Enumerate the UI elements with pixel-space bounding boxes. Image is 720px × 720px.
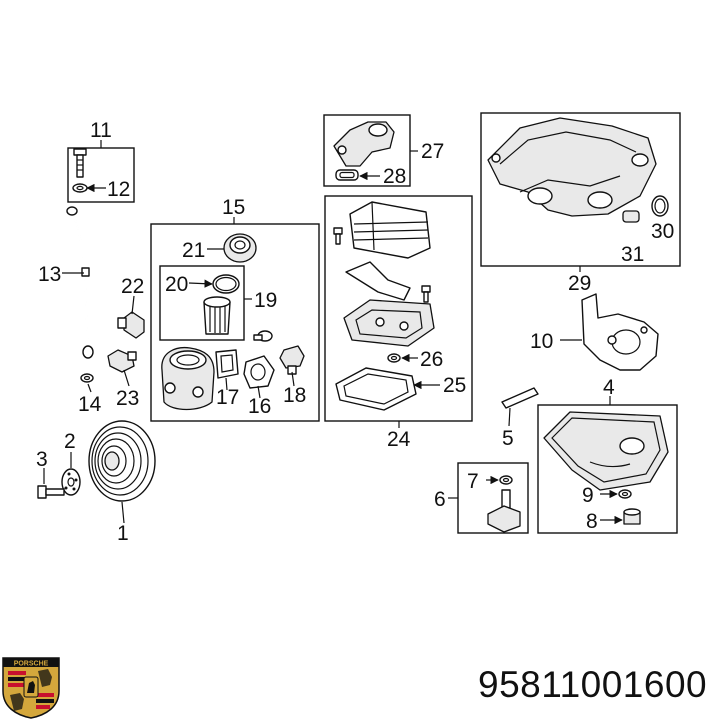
- callout-19: 19: [254, 289, 277, 312]
- callout-15: 15: [222, 196, 245, 219]
- callout-22: 22: [121, 275, 144, 298]
- callout-17: 17: [216, 386, 239, 409]
- bolt-part-3: [37, 485, 65, 499]
- callout-14: 14: [78, 393, 102, 416]
- callout-3: 3: [36, 448, 48, 471]
- oil-cooler-part: [349, 201, 431, 259]
- callout-7: 7: [467, 470, 479, 493]
- thermostat-part-16: [243, 355, 275, 389]
- sensor-part-6: [487, 489, 521, 533]
- o-ring-part-20: [212, 274, 240, 294]
- washer-part-2: [61, 468, 81, 496]
- gasket-part-17: [215, 349, 239, 379]
- callout-9: 9: [582, 484, 594, 507]
- dipstick-tube-part-13: [66, 206, 94, 359]
- intake-manifold-part-29: [487, 117, 657, 217]
- bolt-part-cooler-2: [421, 285, 431, 303]
- filter-housing-part: [161, 346, 215, 411]
- cover-part-10: [581, 293, 659, 371]
- callout-12: 12: [107, 178, 130, 201]
- callout-1: 1: [117, 522, 129, 545]
- filter-cap-part-21: [223, 233, 257, 263]
- callout-5: 5: [502, 427, 514, 450]
- pump-part-27: [333, 121, 395, 167]
- bolt-part-11: [73, 148, 87, 178]
- callout-27: 27: [421, 140, 444, 163]
- callout-18: 18: [283, 384, 306, 407]
- callout-21: 21: [182, 239, 205, 262]
- callout-6: 6: [434, 488, 446, 511]
- strip-part-5: [501, 387, 539, 409]
- seal-part-14: [80, 373, 94, 383]
- oil-filter-element-part: [203, 296, 231, 335]
- callout-30: 30: [651, 220, 674, 243]
- callout-24: 24: [387, 428, 411, 451]
- group-box-4: [537, 404, 678, 534]
- gasket-part-cooler: [345, 261, 411, 301]
- group-box-15: [150, 223, 320, 422]
- bolt-part-cooler: [333, 227, 343, 245]
- group-box-19: [159, 265, 245, 341]
- callout-28: 28: [383, 165, 406, 188]
- sender-part-18: [279, 345, 305, 375]
- callout-4: 4: [603, 376, 615, 399]
- cooler-housing-part: [343, 299, 435, 347]
- seal-part-30: [651, 195, 669, 217]
- callout-20: 20: [165, 273, 188, 296]
- seal-part-31: [622, 210, 640, 223]
- callout-23: 23: [116, 387, 139, 410]
- sensor-part-23: [107, 349, 137, 373]
- callout-31: 31: [621, 243, 644, 266]
- porsche-crest-logo: PORSCHE: [2, 657, 60, 719]
- callout-29: 29: [568, 272, 591, 295]
- part-number: 95811001600: [478, 664, 708, 705]
- washer-part-12: [72, 183, 88, 193]
- pulley-part-1: [88, 420, 156, 502]
- callout-16: 16: [248, 395, 271, 418]
- washer-part-7: [499, 475, 513, 485]
- callout-8: 8: [586, 510, 598, 533]
- oil-pan-part-4: [543, 411, 669, 491]
- callout-10: 10: [530, 330, 553, 353]
- callout-2: 2: [64, 430, 76, 453]
- sensor-part-22: [117, 311, 145, 339]
- bolt-part-small: [253, 330, 273, 342]
- logo-wordmark: PORSCHE: [14, 661, 49, 668]
- callout-25: 25: [443, 374, 466, 397]
- gasket-part-25: [335, 367, 417, 411]
- seal-part-28: [335, 169, 359, 181]
- callout-11: 11: [90, 119, 112, 142]
- washer-part-9: [618, 489, 632, 499]
- washer-part-26: [387, 353, 401, 363]
- callout-26: 26: [420, 348, 443, 371]
- callout-13: 13: [38, 263, 61, 286]
- plug-part-8: [623, 508, 641, 525]
